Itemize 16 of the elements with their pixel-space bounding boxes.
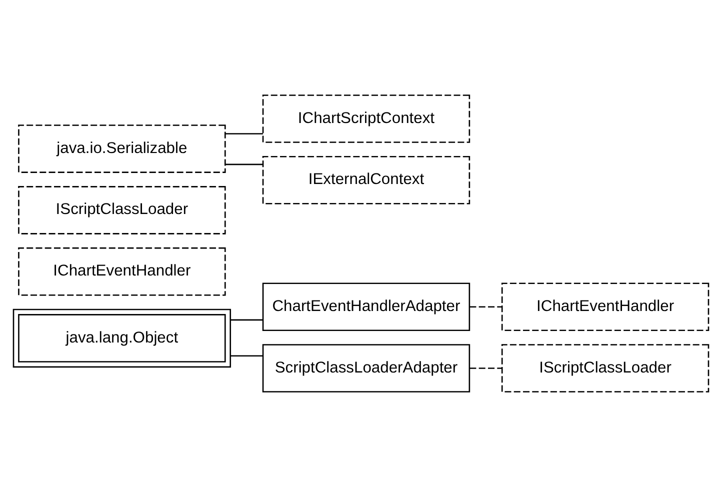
node-box: IChartEventHandler [501, 282, 710, 331]
connector [225, 132, 263, 134]
node-box: java.io.Serializable [18, 124, 226, 172]
connector [470, 367, 502, 368]
connector [230, 318, 263, 320]
node-box: ScriptClassLoaderAdapter [262, 344, 470, 392]
connector [230, 354, 263, 356]
connector [470, 306, 502, 308]
node-box: IScriptClassLoader [501, 344, 710, 392]
node-box: ChartEventHandlerAdapter [262, 282, 470, 331]
node-box: IChartEventHandler [18, 246, 226, 296]
node-box: java.lang.Object [12, 308, 232, 368]
node-box: IChartScriptContext [262, 94, 470, 142]
node-box: IExternalContext [262, 155, 470, 204]
node-box: IScriptClassLoader [18, 186, 226, 234]
connector [225, 163, 263, 165]
